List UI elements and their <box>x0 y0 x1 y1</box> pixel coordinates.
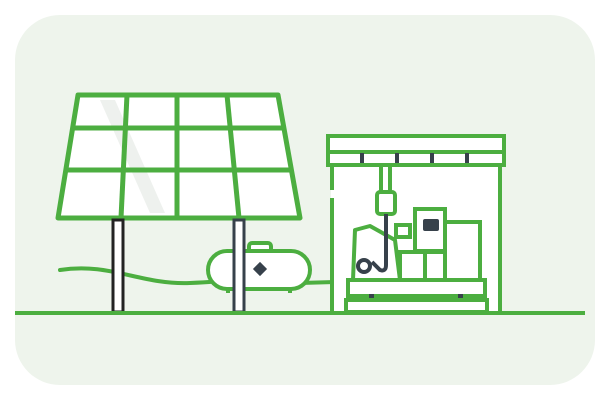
wheel-icon <box>356 258 372 274</box>
panel-leg-left <box>111 218 125 314</box>
diamond-icon <box>252 261 268 277</box>
panel-leg-right <box>232 218 246 314</box>
solar-panel <box>55 92 303 221</box>
exhaust-pipe <box>370 214 388 273</box>
generator <box>344 163 489 314</box>
propane-tank <box>206 241 312 293</box>
control-screen <box>423 219 439 231</box>
